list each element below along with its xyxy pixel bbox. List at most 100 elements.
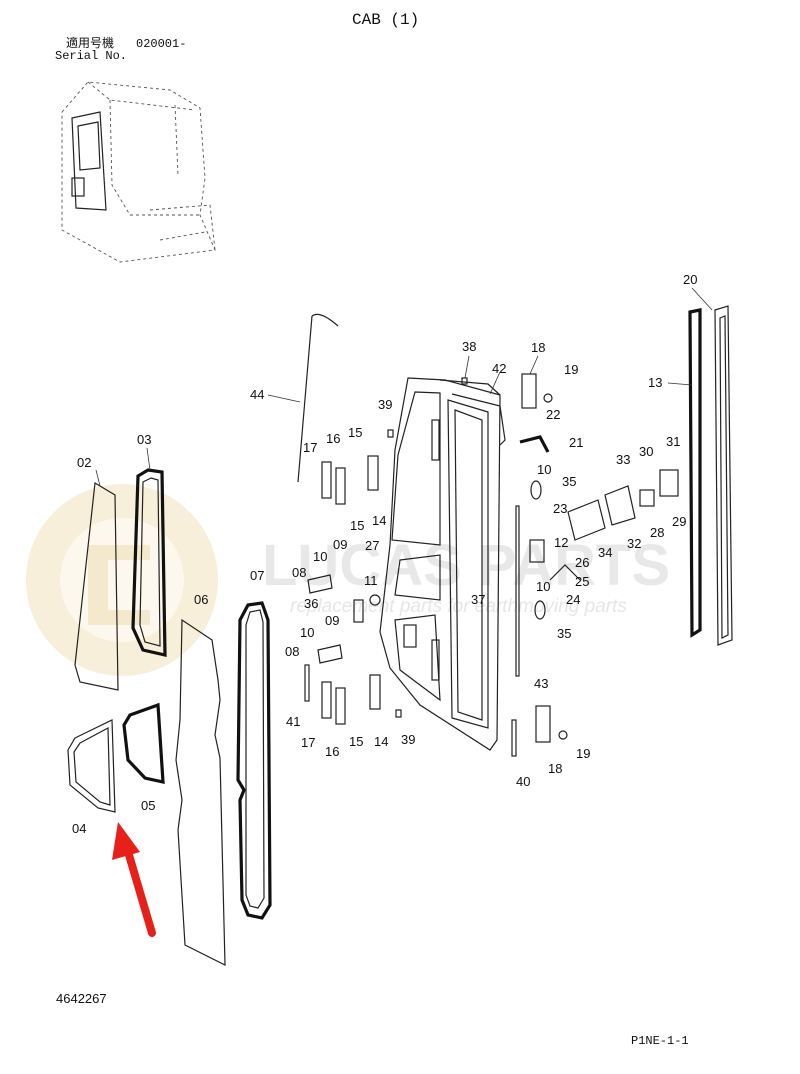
part-41-strip [304, 664, 310, 702]
part-16-bracket-upper [335, 467, 346, 505]
cab-locator-sketch [61, 81, 216, 263]
label-15: 15 [350, 518, 364, 533]
watermark: LUCAS PARTS replacement parts for earthm… [26, 484, 670, 676]
part-26-latch [529, 539, 545, 563]
label-13: 13 [648, 375, 662, 390]
serial-label-en: Serial No. [55, 49, 127, 63]
label-02: 02 [77, 455, 91, 470]
label-33: 33 [616, 452, 630, 467]
part-10-washer-right-upper [530, 480, 542, 500]
label-26: 26 [575, 555, 589, 570]
part-38-pin [461, 377, 468, 385]
label-32: 32 [627, 536, 641, 551]
label-05: 05 [141, 798, 155, 813]
label-36: 36 [304, 596, 318, 611]
part-40-strip [511, 719, 517, 757]
label-30: 30 [639, 444, 653, 459]
callout-labels: 02 03 04 05 06 07 08 08 09 09 10 10 10 1… [72, 272, 697, 836]
label-11: 11 [364, 573, 378, 588]
label-10: 10 [313, 549, 327, 564]
part-04-glass [67, 719, 116, 813]
part-07-weatherstrip [236, 601, 272, 920]
door-highlight-icon [71, 111, 107, 211]
label-08: 08 [285, 644, 299, 659]
label-14: 14 [374, 734, 388, 749]
label-21: 21 [569, 435, 583, 450]
part-number: 4642267 [56, 991, 107, 1006]
watermark-brand: LUCAS PARTS [262, 533, 670, 598]
label-35: 35 [557, 626, 571, 641]
part-44-rod [297, 313, 339, 483]
label-31: 31 [666, 434, 680, 449]
label-38: 38 [462, 339, 476, 354]
label-18: 18 [531, 340, 545, 355]
label-08: 08 [292, 565, 306, 580]
part-16-bracket-lower [335, 687, 346, 725]
label-17: 17 [301, 735, 315, 750]
part-14-striker-lower [369, 674, 381, 710]
part-32-plate [604, 485, 636, 526]
label-15: 15 [349, 734, 363, 749]
part-43-strip [515, 505, 520, 677]
page-reference: P1NE-1-1 [631, 1034, 689, 1048]
part-17-stopper-lower [321, 681, 332, 719]
diagram-title: CAB (1) [352, 11, 419, 29]
label-43: 43 [534, 676, 548, 691]
part-05-seal [122, 702, 165, 785]
serial-label-jp: 適用号機 [66, 35, 114, 51]
label-17: 17 [303, 440, 317, 455]
part-17-stopper-upper [321, 461, 332, 499]
door-assembly [379, 377, 501, 751]
label-19: 19 [576, 746, 590, 761]
label-19: 19 [564, 362, 578, 377]
label-18: 18 [548, 761, 562, 776]
label-04: 04 [72, 821, 86, 836]
part-08-clip-lower [317, 644, 343, 664]
label-39: 39 [378, 397, 392, 412]
part-10-washer-right-lower [534, 600, 546, 620]
watermark-tagline: replacement parts for earthmoving parts [290, 596, 627, 617]
label-07: 07 [250, 568, 264, 583]
label-22: 22 [546, 407, 560, 422]
label-37: 37 [471, 592, 485, 607]
label-12: 12 [554, 535, 568, 550]
label-35: 35 [562, 474, 576, 489]
label-40: 40 [516, 774, 530, 789]
part-03-seal [131, 468, 167, 658]
part-34-cover [567, 499, 606, 541]
label-06: 06 [194, 592, 208, 607]
label-20: 20 [683, 272, 697, 287]
label-16: 16 [326, 431, 340, 446]
label-44: 44 [250, 387, 264, 402]
part-11-bushing [369, 594, 381, 606]
part-08-clip-upper [307, 574, 333, 594]
label-09: 09 [325, 613, 339, 628]
part-02-glass [74, 482, 119, 691]
label-14: 14 [372, 513, 386, 528]
leader-lines [95, 287, 713, 487]
label-09: 09 [333, 537, 347, 552]
label-34: 34 [598, 545, 612, 560]
label-23: 23 [553, 501, 567, 516]
highlight-arrow-icon [112, 822, 156, 937]
label-03: 03 [137, 432, 151, 447]
label-10: 10 [536, 579, 550, 594]
part-18-hinge-upper [521, 373, 537, 409]
label-25: 25 [575, 574, 589, 589]
serial-number: 020001- [136, 37, 186, 51]
part-25-rod [549, 564, 581, 581]
label-28: 28 [650, 525, 664, 540]
label-41: 41 [286, 714, 300, 729]
label-15: 15 [348, 425, 362, 440]
part-13-seal [688, 308, 702, 638]
part-42-seal [451, 393, 506, 446]
part-18-hinge-lower [535, 705, 551, 743]
label-29: 29 [672, 514, 686, 529]
label-27: 27 [365, 538, 379, 553]
part-06-panel [175, 618, 226, 966]
label-10: 10 [537, 462, 551, 477]
label-24: 24 [566, 592, 580, 607]
label-16: 16 [325, 744, 339, 759]
part-14-striker-upper [367, 455, 379, 491]
